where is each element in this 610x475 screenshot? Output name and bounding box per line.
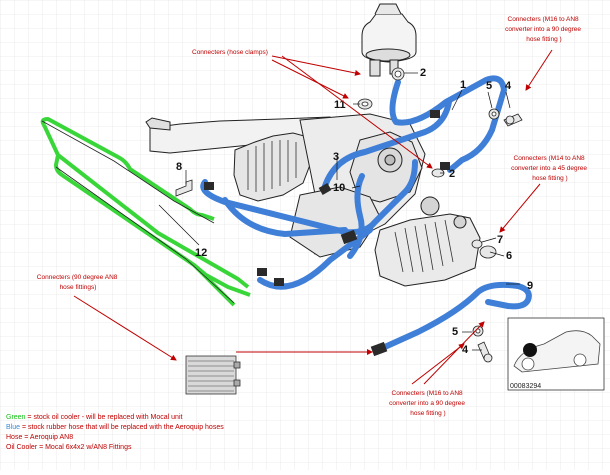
hose-9 — [375, 281, 532, 353]
mocal-oil-cooler — [185, 355, 241, 395]
annotation-arrows — [73, 49, 553, 385]
legend-blue-label: Blue — [6, 424, 21, 431]
part-number-5-lower: 5 — [452, 326, 458, 338]
part-number-11: 11 — [334, 99, 346, 111]
reservoir-illustration — [361, 3, 417, 77]
annotation-m14: Connecters (M14 to AN8 converter into a … — [511, 155, 589, 182]
annotation-m16-top: Connecters (M16 to AN8 converter into a … — [505, 16, 583, 43]
legend: Green = stock oil cooler - will be repla… — [6, 413, 224, 453]
part-number-1: 1 — [460, 79, 466, 91]
part-number-4-lower: 4 — [462, 344, 469, 356]
part-number-10: 10 — [333, 182, 345, 194]
hose-feed-left-2 — [222, 197, 348, 237]
legend-hose: Hose = Aeroquip AN8 — [6, 434, 74, 441]
part-number-12: 12 — [195, 247, 207, 259]
part-number-9: 9 — [527, 280, 533, 292]
hose-1 — [389, 75, 507, 173]
part-number-2-upper: 2 — [420, 67, 426, 79]
part-number-6: 6 — [506, 250, 512, 262]
part-number-3: 3 — [333, 151, 339, 163]
hose-fittings — [204, 110, 450, 357]
part-number-5-upper: 5 — [486, 80, 492, 92]
stock-oil-cooler-outline — [41, 120, 235, 304]
part-number-8: 8 — [176, 161, 182, 173]
annotation-m16-bottom: Connecters (M16 to AN8 converter into a … — [389, 390, 467, 417]
legend-blue-row: Blue = stock rubber hose that will be re… — [6, 423, 224, 433]
part-number-2-lower: 2 — [449, 168, 455, 180]
hardware-parts — [175, 67, 523, 363]
legend-cooler: Oil Cooler = Mocal 6x4x2 w/AN8 Fittings — [6, 444, 132, 451]
reference-code: 00083294 — [510, 383, 541, 390]
hose-feed-left — [200, 159, 418, 236]
legend-green-text: = stock oil cooler - will be replaced wi… — [25, 414, 183, 421]
part-number-7: 7 — [497, 234, 503, 246]
annotation-hose-clamps: Connecters (hose clamps) — [192, 49, 268, 56]
part-leader-lines — [158, 72, 520, 351]
legend-green-label: Green — [6, 414, 26, 421]
vehicle-location-inset: 00083294 — [507, 317, 605, 391]
hose-3 — [322, 99, 452, 189]
legend-green-row: Green = stock oil cooler - will be repla… — [6, 413, 224, 423]
annotation-90-degree: Connecters (90 degree AN8 hose fittings) — [37, 274, 119, 291]
hose-lower-return — [257, 227, 373, 290]
legend-blue-text: = stock rubber hose that will be replace… — [20, 424, 224, 431]
rubber-hoses — [200, 75, 532, 353]
part-number-4-upper: 4 — [505, 80, 512, 92]
